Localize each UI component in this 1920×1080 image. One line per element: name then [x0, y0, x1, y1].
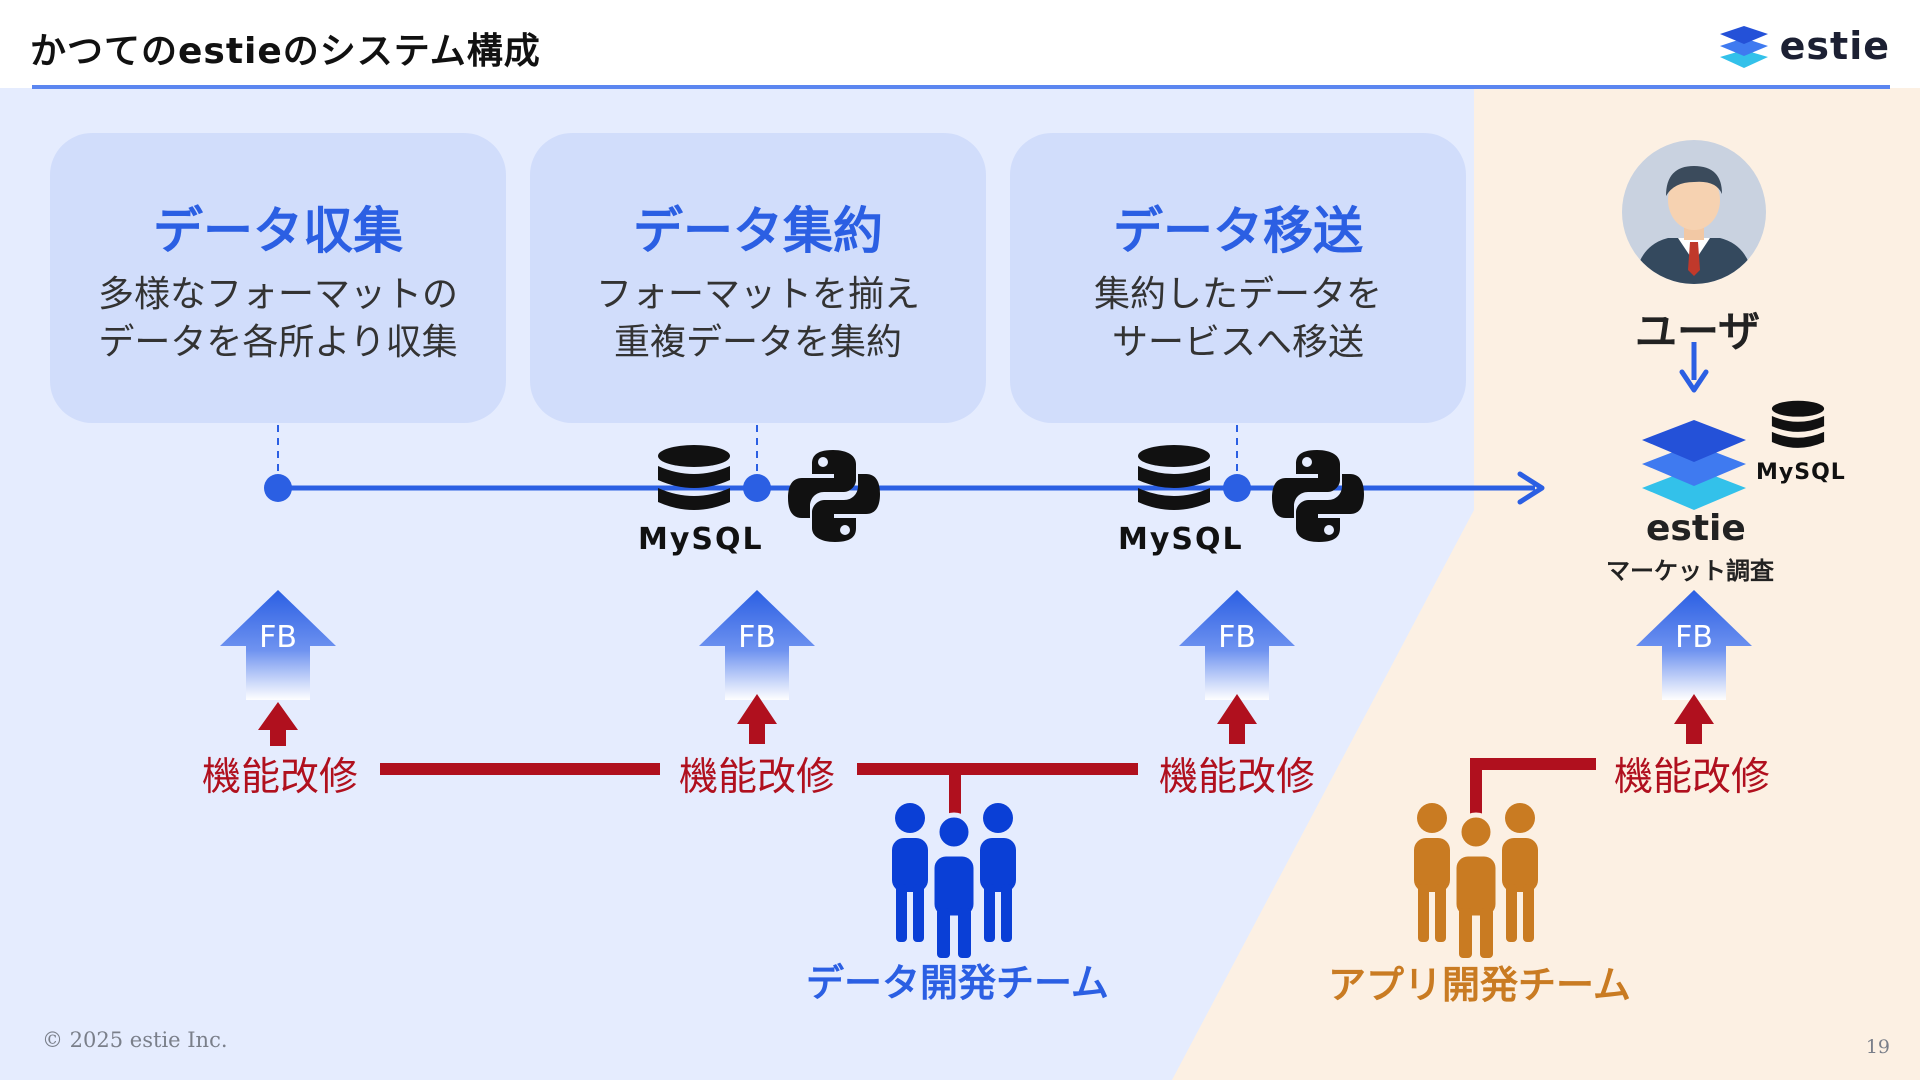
stage-title: データ収集: [153, 202, 403, 260]
fb-arrow-4: [1636, 590, 1752, 700]
modification-label: 機能改修: [679, 755, 836, 800]
pipeline-node-1: [264, 474, 292, 502]
data-team-connectors: [380, 763, 1138, 818]
user-label: ユーザ: [1635, 307, 1761, 356]
stage-card-aggregate: データ集約 フォーマットを揃え 重複データを集約: [530, 133, 986, 423]
estie-product-subtitle: マーケット調査: [1606, 557, 1774, 585]
fb-arrow-2: [699, 590, 815, 700]
database-icon: [1771, 400, 1825, 448]
python-icon: [1272, 450, 1364, 542]
fb-label: FB: [1218, 620, 1256, 655]
stage-description: フォーマットを揃え 重複データを集約: [595, 274, 920, 363]
pipeline-node-2: [743, 474, 771, 502]
database-icon: [658, 445, 730, 510]
pipeline-node-3: [1223, 474, 1251, 502]
stage-title: データ集約: [633, 202, 883, 260]
stage-title: データ移送: [1113, 202, 1363, 260]
page-title: かつてのestieのシステム構成: [30, 31, 541, 72]
header-rule: [32, 85, 1890, 89]
modification-label: 機能改修: [1159, 755, 1316, 800]
mysql-label: MySQL: [1756, 460, 1846, 485]
modification-label: 機能改修: [1614, 755, 1771, 800]
team-icon: [1414, 803, 1538, 958]
fb-arrow-3: [1179, 590, 1295, 700]
logo-text: estie: [1779, 24, 1890, 68]
stage-description: 多様なフォーマットの データを各所より収集: [97, 274, 458, 363]
user-arrowhead: [1679, 369, 1709, 393]
app-team-label: アプリ開発チーム: [1328, 963, 1631, 1007]
pipeline-arrowhead: [1517, 471, 1545, 505]
stage-card-transfer: データ移送 集約したデータを サービスへ移送: [1010, 133, 1466, 423]
modification-arrows: [258, 694, 1714, 746]
database-icon: [1138, 445, 1210, 510]
fb-arrow-1: [220, 590, 336, 700]
stage-card-collect: データ収集 多様なフォーマットの データを各所より収集: [50, 133, 506, 423]
estie-logo-icon: [1719, 26, 1768, 68]
stage-description: 集約したデータを サービスへ移送: [1093, 274, 1382, 363]
data-team-label: データ開発チーム: [806, 961, 1109, 1005]
fb-label: FB: [1675, 620, 1713, 655]
fb-label: FB: [738, 620, 776, 655]
estie-product-name: estie: [1646, 508, 1746, 549]
app-side-background: [1172, 88, 1920, 1080]
python-icon: [788, 450, 880, 542]
fb-label: FB: [259, 620, 297, 655]
copyright: © 2025 estie Inc.: [42, 1028, 228, 1052]
modification-label: 機能改修: [202, 755, 359, 800]
estie-logo: estie: [1718, 22, 1890, 70]
app-team-connector: [1470, 758, 1596, 818]
mysql-label: MySQL: [638, 522, 764, 557]
mysql-label: MySQL: [1118, 522, 1244, 557]
team-icon: [892, 803, 1016, 958]
user-avatar-icon: [1622, 140, 1766, 284]
page-number: 19: [1865, 1036, 1890, 1058]
estie-product-icon: [1642, 420, 1746, 510]
